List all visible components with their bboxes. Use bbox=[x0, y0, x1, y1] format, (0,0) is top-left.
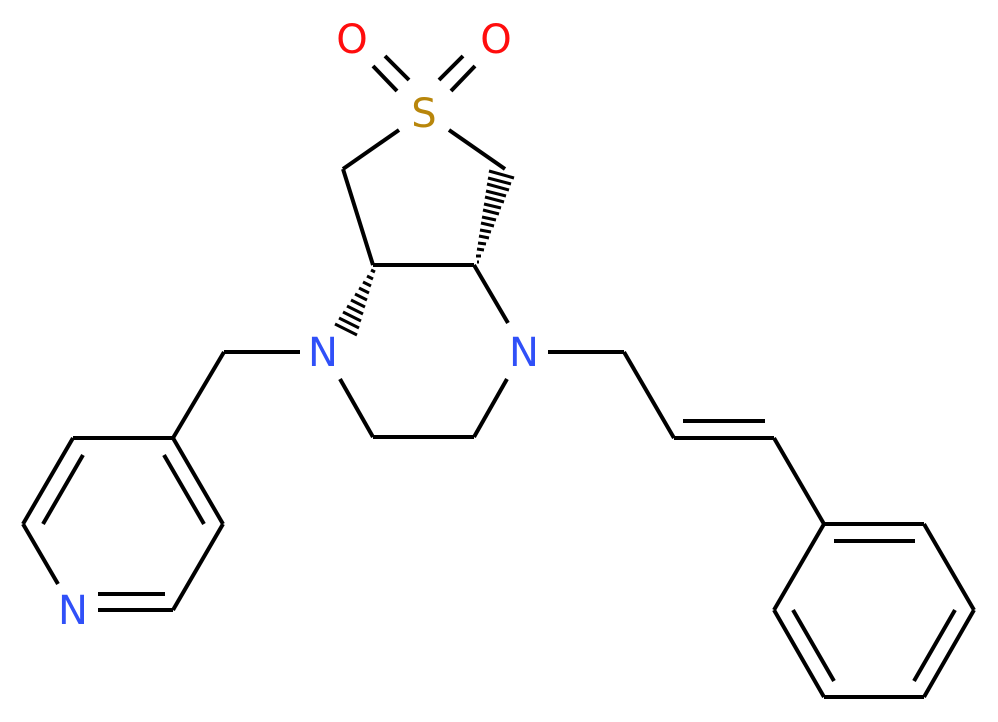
nitrogen-atom-2: N bbox=[509, 330, 539, 376]
oxygen-atom-1: O bbox=[336, 17, 367, 63]
sulfone-bonds bbox=[371, 54, 477, 93]
thiolane-ring bbox=[341, 128, 507, 267]
cinnamyl-chain bbox=[548, 350, 826, 526]
pyridylmethyl-group bbox=[171, 350, 300, 440]
pyridine-ring bbox=[21, 436, 225, 612]
sulfur-atom: S bbox=[411, 91, 436, 137]
nitrogen-atom-1: N bbox=[308, 330, 338, 376]
piperazine-ring bbox=[338, 263, 510, 439]
pyridine-nitrogen-atom: N bbox=[58, 588, 88, 634]
phenyl-ring bbox=[772, 522, 976, 699]
hashed-wedge-right bbox=[476, 169, 515, 264]
hashed-wedge-left bbox=[334, 268, 376, 337]
oxygen-atom-2: O bbox=[480, 17, 511, 63]
